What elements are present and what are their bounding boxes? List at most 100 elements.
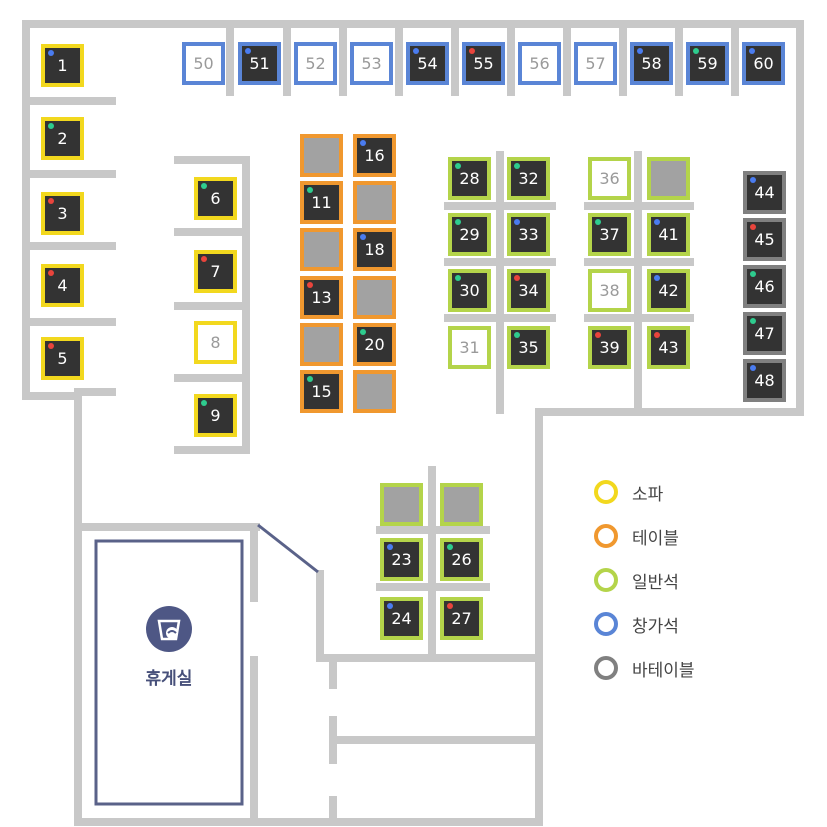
legend-swatch-table: [594, 524, 618, 548]
seat-51[interactable]: 51: [238, 42, 281, 85]
seat-11[interactable]: 11: [300, 181, 343, 224]
seat-4[interactable]: 4: [41, 264, 84, 307]
seat-56[interactable]: 56: [518, 42, 561, 85]
seat-15[interactable]: 15: [300, 370, 343, 413]
seat-59[interactable]: 59: [686, 42, 729, 85]
seat-28[interactable]: 28: [448, 157, 491, 200]
seat-26[interactable]: 26: [440, 538, 483, 581]
seat-7[interactable]: 7: [194, 250, 237, 293]
seat-number: 32: [518, 169, 539, 188]
seat-unnumbered[interactable]: [300, 323, 343, 366]
status-dot-green: [307, 376, 313, 382]
legend-swatch-window: [594, 612, 618, 636]
seat-50[interactable]: 50: [182, 42, 225, 85]
status-dot-red: [654, 332, 660, 338]
seat-44[interactable]: 44: [743, 171, 786, 214]
seat-42[interactable]: 42: [647, 269, 690, 312]
seat-unnumbered[interactable]: [380, 483, 423, 526]
seat-23[interactable]: 23: [380, 538, 423, 581]
legend-item-bar-table[interactable]: 바테이블: [594, 646, 695, 690]
seat-57[interactable]: 57: [574, 42, 617, 85]
seat-number: 13: [311, 288, 332, 307]
seat-31[interactable]: 31: [448, 326, 491, 369]
seat-number: 56: [529, 54, 550, 73]
seat-unnumbered[interactable]: [353, 276, 396, 319]
seat-18[interactable]: 18: [353, 228, 396, 271]
seat-46[interactable]: 46: [743, 265, 786, 308]
seat-unnumbered[interactable]: [647, 157, 690, 200]
seat-24[interactable]: 24: [380, 597, 423, 640]
seat-number: 53: [361, 54, 382, 73]
seat-number: 41: [658, 225, 679, 244]
status-dot-blue: [750, 177, 756, 183]
status-dot-red: [514, 275, 520, 281]
seat-38[interactable]: 38: [588, 269, 631, 312]
seat-number: 48: [754, 371, 775, 390]
seat-9[interactable]: 9: [194, 394, 237, 437]
seat-30[interactable]: 30: [448, 269, 491, 312]
seat-number: 54: [417, 54, 438, 73]
seat-43[interactable]: 43: [647, 326, 690, 369]
seat-number: 5: [57, 349, 68, 368]
seat-3[interactable]: 3: [41, 192, 84, 235]
seat-41[interactable]: 41: [647, 213, 690, 256]
seat-29[interactable]: 29: [448, 213, 491, 256]
seat-number: 30: [459, 281, 480, 300]
seat-1[interactable]: 1: [41, 44, 84, 87]
seat-number: 28: [459, 169, 480, 188]
seat-unnumbered[interactable]: [300, 228, 343, 271]
seat-2[interactable]: 2: [41, 117, 84, 160]
status-dot-blue: [654, 219, 660, 225]
seat-35[interactable]: 35: [507, 326, 550, 369]
seat-number: 50: [193, 54, 214, 73]
seat-36[interactable]: 36: [588, 157, 631, 200]
status-dot-blue: [749, 48, 755, 54]
seat-unnumbered[interactable]: [300, 134, 343, 177]
lounge-label: 휴게실: [145, 669, 193, 689]
seat-55[interactable]: 55: [462, 42, 505, 85]
status-dot-red: [48, 343, 54, 349]
seat-unnumbered[interactable]: [353, 181, 396, 224]
legend-label-sofa: 소파: [632, 484, 664, 505]
legend-item-table[interactable]: 테이블: [594, 514, 695, 558]
seat-53[interactable]: 53: [350, 42, 393, 85]
seat-number: 35: [518, 338, 539, 357]
seat-27[interactable]: 27: [440, 597, 483, 640]
seat-16[interactable]: 16: [353, 134, 396, 177]
legend-item-general[interactable]: 일반석: [594, 558, 695, 602]
seat-unnumbered[interactable]: [353, 370, 396, 413]
status-dot-green: [360, 329, 366, 335]
seat-34[interactable]: 34: [507, 269, 550, 312]
seat-number: 43: [658, 338, 679, 357]
seat-5[interactable]: 5: [41, 337, 84, 380]
legend-label-general: 일반석: [632, 572, 679, 593]
seat-52[interactable]: 52: [294, 42, 337, 85]
seat-number: 11: [311, 193, 332, 212]
seat-37[interactable]: 37: [588, 213, 631, 256]
seat-13[interactable]: 13: [300, 276, 343, 319]
seat-60[interactable]: 60: [742, 42, 785, 85]
seat-6[interactable]: 6: [194, 177, 237, 220]
legend-item-window[interactable]: 창가석: [594, 602, 695, 646]
seat-58[interactable]: 58: [630, 42, 673, 85]
seat-33[interactable]: 33: [507, 213, 550, 256]
seat-number: 16: [364, 146, 385, 165]
seat-32[interactable]: 32: [507, 157, 550, 200]
seat-number: 47: [754, 324, 775, 343]
legend-item-sofa[interactable]: 소파: [594, 470, 695, 514]
seat-45[interactable]: 45: [743, 218, 786, 261]
seat-unnumbered[interactable]: [440, 483, 483, 526]
seat-number: 38: [599, 281, 620, 300]
status-dot-green: [514, 163, 520, 169]
status-dot-blue: [360, 140, 366, 146]
seat-47[interactable]: 47: [743, 312, 786, 355]
status-dot-green: [455, 275, 461, 281]
seat-number: 36: [599, 169, 620, 188]
seat-48[interactable]: 48: [743, 359, 786, 402]
seat-39[interactable]: 39: [588, 326, 631, 369]
seat-20[interactable]: 20: [353, 323, 396, 366]
seat-number: 44: [754, 183, 775, 202]
seat-8[interactable]: 8: [194, 321, 237, 364]
seat-54[interactable]: 54: [406, 42, 449, 85]
status-dot-blue: [750, 365, 756, 371]
